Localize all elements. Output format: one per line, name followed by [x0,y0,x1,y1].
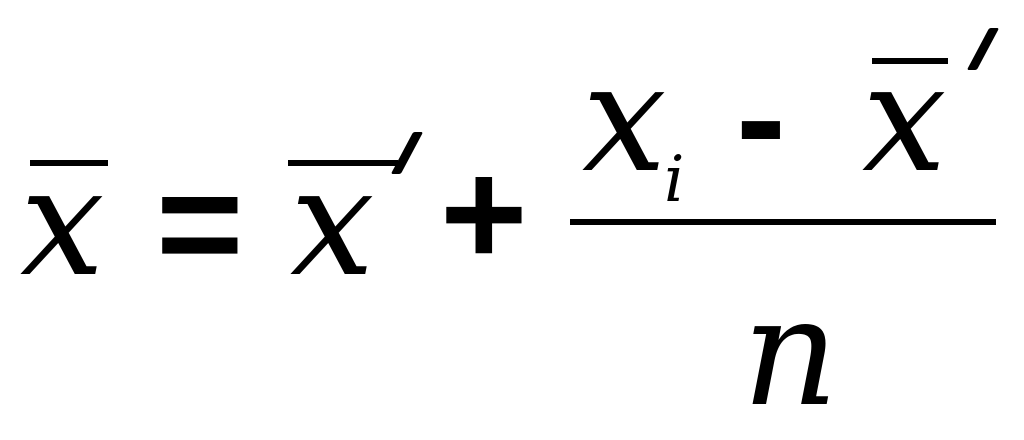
x-mean-symbol: x [20,136,105,310]
overbar-numerator-mean [872,58,948,64]
x-i-symbol: x [582,32,667,206]
fraction-bar [570,219,996,225]
x-prime-mean-symbol: x [290,136,375,310]
equals-sign: = [156,139,244,307]
minus-sign: - [736,33,786,201]
n-symbol: n [742,266,839,440]
prime-mark-numerator [966,28,1000,70]
prime-mark-term1 [390,132,424,174]
overbar-lhs [30,160,108,166]
overbar-term1 [288,160,398,166]
x-prime-mean-numerator: x [862,32,947,206]
subscript-i: i [664,143,685,217]
plus-sign: + [440,129,528,297]
formula: x = x + x i - x n [20,28,1000,428]
